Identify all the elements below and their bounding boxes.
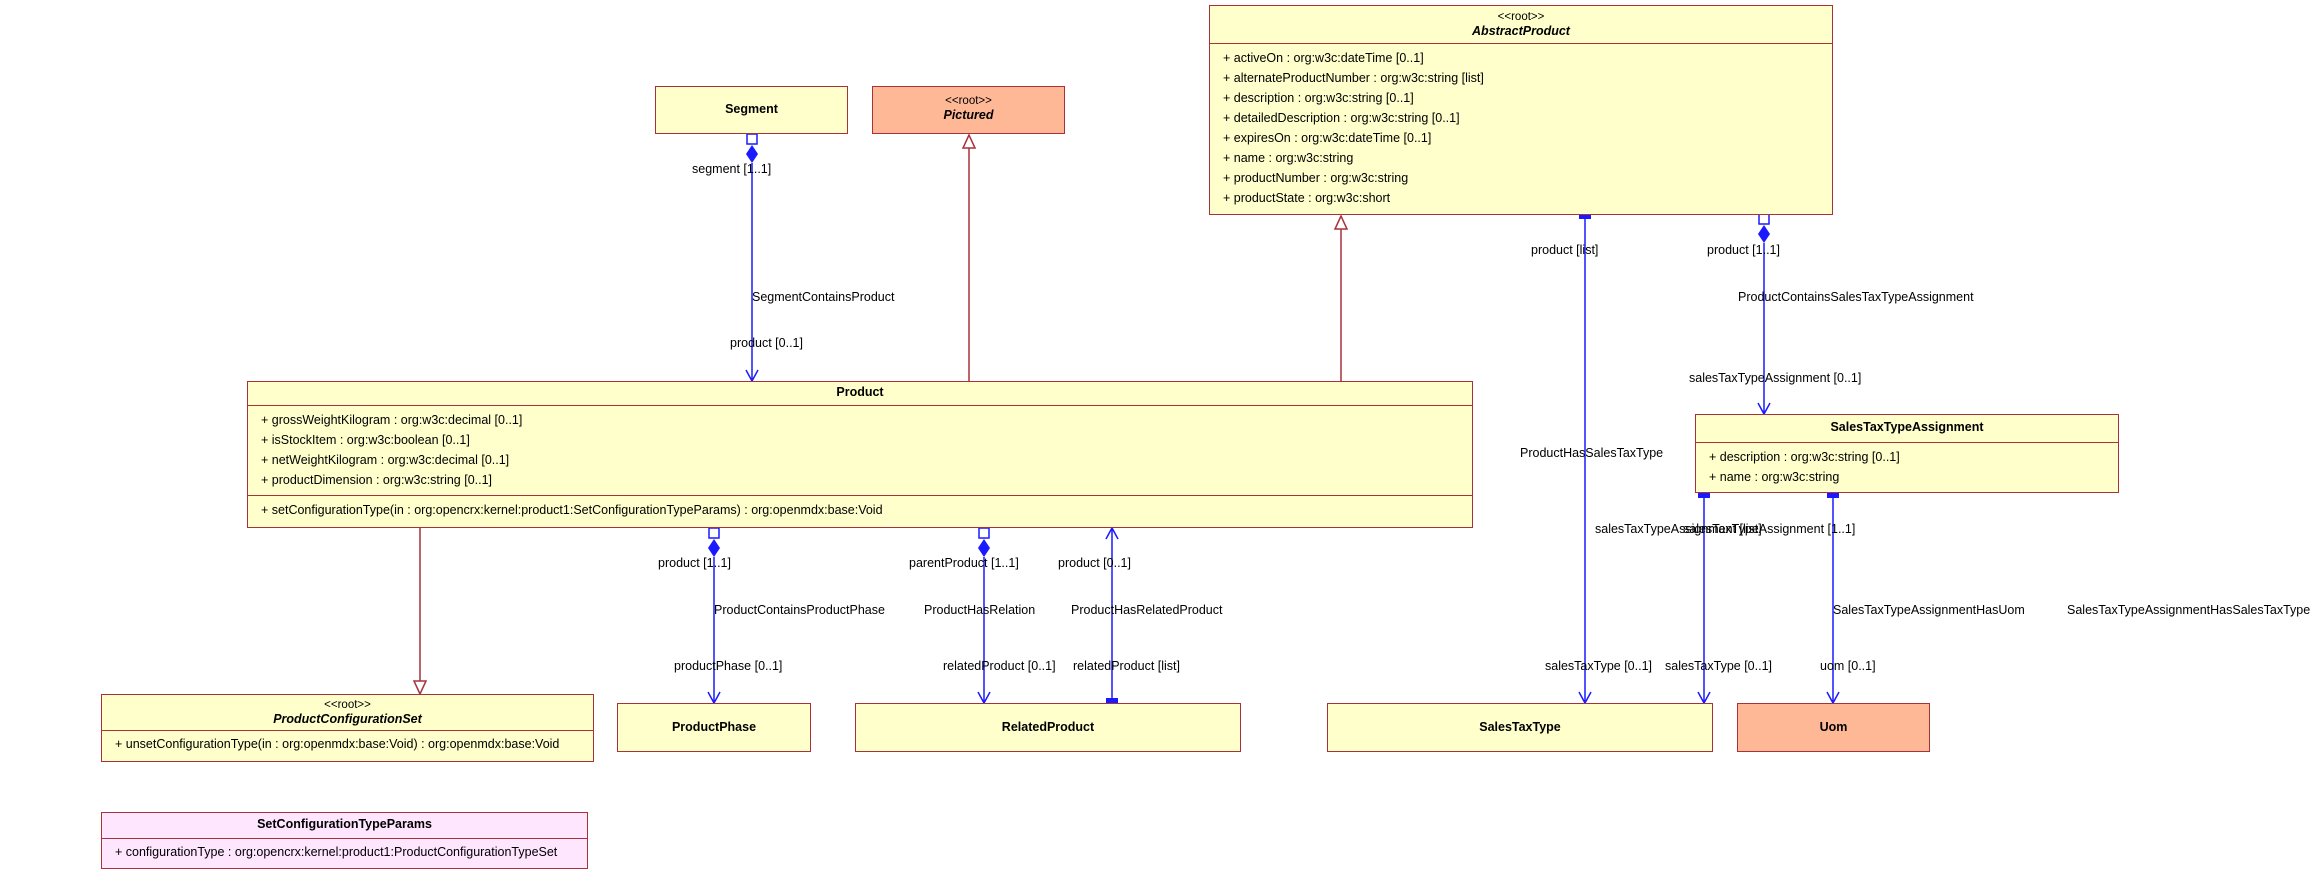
role-label-related-product-list: relatedProduct [list] bbox=[1073, 659, 1180, 673]
role-label-segment: segment [1..1] bbox=[692, 162, 772, 176]
class-name: Segment bbox=[725, 102, 778, 116]
attribute-row: + isStockItem : org:w3c:boolean [0..1] bbox=[261, 433, 470, 447]
association-label-product-has-related-product: ProductHasRelatedProduct bbox=[1071, 603, 1223, 617]
role-label-phrp-product: product [0..1] bbox=[1058, 556, 1131, 570]
class-name: RelatedProduct bbox=[1001, 720, 1095, 734]
class-set-configuration-type-params[interactable]: SetConfigurationTypeParams + configurati… bbox=[101, 812, 588, 869]
attribute-row: + productDimension : org:w3c:string [0..… bbox=[261, 473, 493, 487]
role-label-stta-list: salesTaxTypeAssignment [list] bbox=[1595, 522, 1762, 536]
abstract-product-generalization-edge bbox=[1333, 214, 1349, 381]
role-label-product-phase: productPhase [0..1] bbox=[674, 659, 783, 673]
attribute-row: + alternateProductNumber : org:w3c:strin… bbox=[1223, 71, 1484, 85]
association-label-product-contains-stta: ProductContainsSalesTaxTypeAssignment bbox=[1738, 290, 1974, 304]
class-name: ProductPhase bbox=[671, 720, 757, 734]
product-has-related-product-edge bbox=[1105, 526, 1119, 703]
role-label-stta: salesTaxTypeAssignment [0..1] bbox=[1689, 371, 1862, 385]
class-product[interactable]: Product + grossWeightKilogram : org:w3c:… bbox=[247, 381, 1473, 528]
operation-compartment: + unsetConfigurationType(in : org:openmd… bbox=[102, 730, 593, 756]
class-segment[interactable]: Segment bbox=[655, 86, 848, 134]
class-name: Product bbox=[836, 385, 884, 399]
class-uom[interactable]: Uom bbox=[1737, 703, 1930, 752]
attribute-compartment: + activeOn : org:w3c:dateTime [0..1] + a… bbox=[1210, 43, 1832, 210]
role-label-sales-tax-type-2: salesTaxType [0..1] bbox=[1665, 659, 1773, 673]
role-label-segment-product: product [0..1] bbox=[730, 336, 803, 350]
role-label-stta-11: salesTaxTypeAssignment [1..1] bbox=[1683, 522, 1856, 536]
attribute-compartment: + configurationType : org:opencrx:kernel… bbox=[102, 838, 587, 864]
class-name: SetConfigurationTypeParams bbox=[257, 817, 432, 831]
attribute-row: + expiresOn : org:w3c:dateTime [0..1] bbox=[1223, 131, 1432, 145]
class-name: SalesTaxType bbox=[1479, 720, 1561, 734]
class-product-phase[interactable]: ProductPhase bbox=[617, 703, 811, 752]
operation-row: + unsetConfigurationType(in : org:openmd… bbox=[115, 737, 560, 751]
attribute-row: + description : org:w3c:string [0..1] bbox=[1223, 91, 1414, 105]
role-label-ap-product-list: product [list] bbox=[1531, 243, 1599, 257]
association-label-segment-contains-product: SegmentContainsProduct bbox=[752, 290, 895, 304]
class-name: AbstractProduct bbox=[1472, 24, 1570, 38]
product-configuration-set-generalization-edge bbox=[412, 528, 428, 696]
operation-row: + setConfigurationType(in : org:opencrx:… bbox=[261, 503, 883, 517]
segment-contains-product-edge bbox=[745, 133, 759, 383]
attribute-row: + name : org:w3c:string bbox=[1223, 151, 1354, 165]
attribute-row: + productNumber : org:w3c:string bbox=[1223, 171, 1409, 185]
class-sales-tax-type[interactable]: SalesTaxType bbox=[1327, 703, 1713, 752]
attribute-row: + name : org:w3c:string bbox=[1709, 470, 1840, 484]
stereotype-label: <<root>> bbox=[945, 95, 992, 107]
product-has-relation-edge bbox=[977, 527, 991, 705]
class-related-product[interactable]: RelatedProduct bbox=[855, 703, 1241, 752]
attribute-row: + configurationType : org:opencrx:kernel… bbox=[115, 845, 558, 859]
stereotype-label: <<root>> bbox=[1497, 11, 1545, 23]
role-label-parent-product: parentProduct [1..1] bbox=[909, 556, 1019, 570]
operation-compartment: + setConfigurationType(in : org:opencrx:… bbox=[248, 495, 1472, 522]
class-sales-tax-type-assignment[interactable]: SalesTaxTypeAssignment + description : o… bbox=[1695, 414, 2119, 493]
class-product-configuration-set[interactable]: <<root>> ProductConfigurationSet + unset… bbox=[101, 694, 594, 762]
association-label-stta-has-uom: SalesTaxTypeAssignmentHasUom bbox=[1833, 603, 2025, 617]
class-pictured[interactable]: <<root>> Pictured bbox=[872, 86, 1065, 134]
attribute-row: + productState : org:w3c:short bbox=[1223, 191, 1391, 205]
attribute-row: + description : org:w3c:string [0..1] bbox=[1709, 450, 1900, 464]
class-name: Pictured bbox=[943, 108, 994, 122]
role-label-pcpp-product: product [1..1] bbox=[658, 556, 731, 570]
attribute-row: + detailedDescription : org:w3c:string [… bbox=[1223, 111, 1460, 125]
attribute-compartment: + description : org:w3c:string [0..1] + … bbox=[1696, 442, 2118, 489]
class-name: ProductConfigurationSet bbox=[273, 712, 422, 726]
class-name: Uom bbox=[1819, 720, 1848, 734]
pictured-generalization-edge bbox=[961, 133, 977, 381]
association-label-product-contains-product-phase: ProductContainsProductPhase bbox=[714, 603, 885, 617]
attribute-row: + netWeightKilogram : org:w3c:decimal [0… bbox=[261, 453, 510, 467]
stereotype-label: <<root>> bbox=[324, 699, 371, 711]
role-label-uom: uom [0..1] bbox=[1820, 659, 1876, 673]
class-abstract-product[interactable]: <<root>> AbstractProduct + activeOn : or… bbox=[1209, 5, 1833, 215]
association-label-product-has-sales-tax-type: ProductHasSalesTaxType bbox=[1520, 446, 1664, 460]
role-label-related-product: relatedProduct [0..1] bbox=[943, 659, 1056, 673]
association-label-product-has-relation: ProductHasRelation bbox=[924, 603, 1036, 617]
attribute-compartment: + grossWeightKilogram : org:w3c:decimal … bbox=[248, 405, 1472, 495]
role-label-sales-tax-type-1: salesTaxType [0..1] bbox=[1545, 659, 1653, 673]
association-label-stta-has-stt: SalesTaxTypeAssignmentHasSalesTaxType bbox=[2067, 603, 2311, 617]
product-contains-product-phase-edge bbox=[707, 527, 721, 705]
attribute-row: + activeOn : org:w3c:dateTime [0..1] bbox=[1223, 51, 1424, 65]
role-label-ap-product-11: product [1..1] bbox=[1707, 243, 1780, 257]
class-name: SalesTaxTypeAssignment bbox=[1830, 420, 1984, 434]
attribute-row: + grossWeightKilogram : org:w3c:decimal … bbox=[261, 413, 523, 427]
